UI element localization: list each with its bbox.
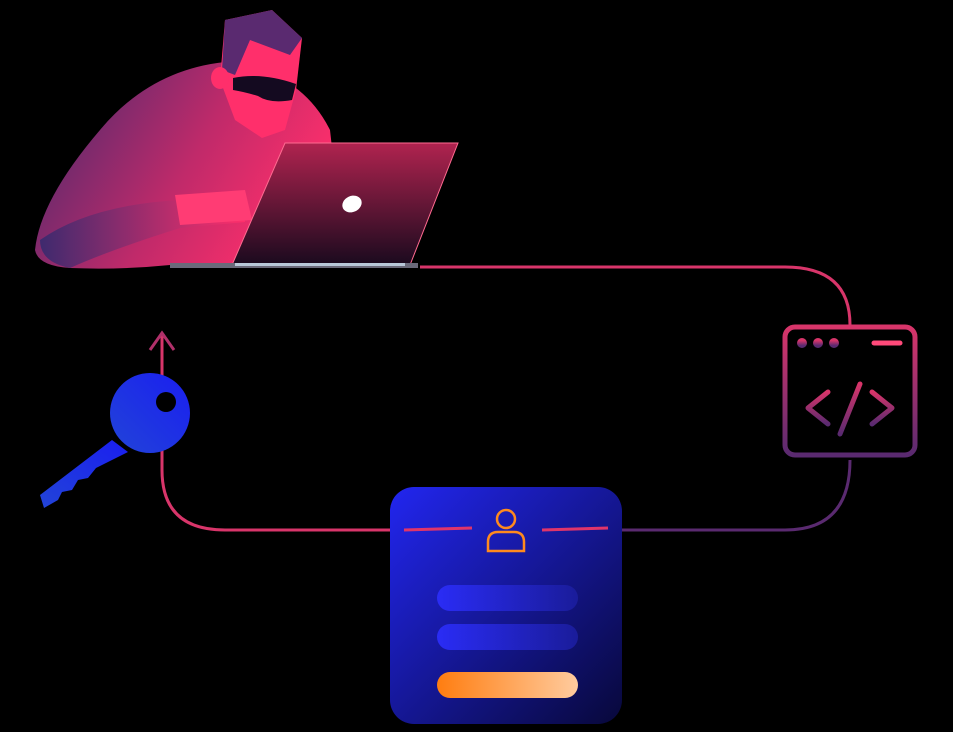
code-browser-window-icon	[782, 324, 918, 458]
flow-line	[148, 265, 852, 532]
hacker-with-laptop-icon	[35, 10, 459, 269]
login-button	[437, 672, 578, 698]
username-field	[437, 585, 578, 611]
login-form-card-icon	[390, 487, 622, 724]
user-icon	[486, 508, 526, 553]
password-field	[437, 624, 578, 650]
key-icon	[40, 373, 190, 508]
